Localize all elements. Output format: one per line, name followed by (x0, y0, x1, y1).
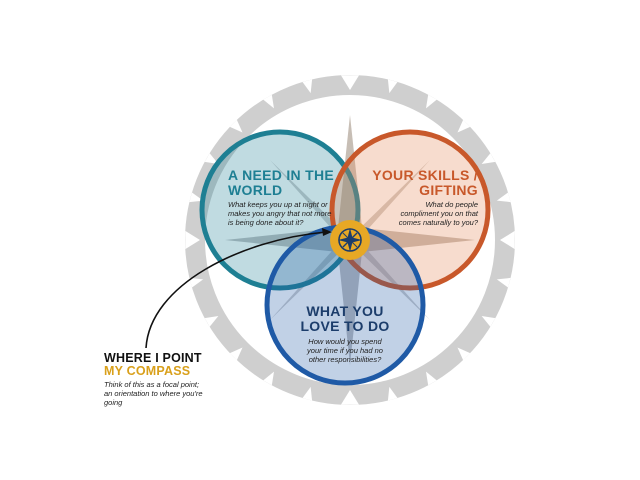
compass-icon (330, 220, 370, 260)
callout-subtitle: Think of this as a focal point; an orien… (104, 380, 203, 407)
compass-tick (340, 390, 360, 405)
compass-tick (302, 386, 313, 401)
compass-tick (189, 277, 204, 288)
callout-line1: WHERE I POINT (104, 351, 202, 365)
skills-title-line1: YOUR SKILLS / (372, 167, 478, 183)
love-label: WHAT YOU LOVE TO DO How would you spend … (290, 303, 400, 365)
compass-tick (496, 192, 511, 203)
skills-title-line2: GIFTING (419, 182, 478, 198)
need-title-line2: WORLD (228, 182, 283, 198)
compass-tick (263, 371, 274, 386)
need-subtitle: What keeps you up at night or makes you … (228, 200, 332, 227)
need-label: A NEED IN THE WORLD What keeps you up at… (228, 167, 338, 228)
love-subtitle: How would you spend your time if you had… (307, 337, 383, 364)
skills-circle (329, 129, 491, 291)
compass-tick (481, 316, 496, 327)
compass-tick (204, 316, 219, 327)
compass-tick (387, 79, 398, 94)
compass-tick (340, 75, 360, 90)
love-title-line1: WHAT YOU (306, 303, 384, 319)
love-title-line2: LOVE TO DO (300, 318, 390, 334)
compass-tick (229, 347, 243, 361)
compass-tick (263, 94, 274, 109)
compass-tick (387, 386, 398, 401)
compass-tick (481, 153, 496, 164)
compass-tick (302, 79, 313, 94)
skills-subtitle: What do people compliment you on that co… (398, 200, 478, 227)
compass-tick (204, 153, 219, 164)
compass-tick (500, 230, 515, 250)
need-title-line1: A NEED IN THE (228, 167, 335, 183)
compass-tick (229, 119, 243, 133)
compass-tick (426, 371, 437, 386)
compass-callout: WHERE I POINT MY COMPASS Think of this a… (104, 351, 214, 408)
callout-line2: MY COMPASS (104, 364, 191, 378)
callout-arrow (145, 231, 327, 349)
compass-tick (457, 347, 471, 361)
skills-label: YOUR SKILLS / GIFTING What do people com… (368, 167, 478, 228)
compass-tick (426, 94, 437, 109)
arrow-head (322, 228, 332, 236)
compass-tick (189, 192, 204, 203)
compass-tick (185, 230, 200, 250)
compass-tick (496, 277, 511, 288)
compass-tick (457, 119, 471, 133)
compass-ticks (185, 75, 515, 405)
need-circle (199, 129, 361, 291)
